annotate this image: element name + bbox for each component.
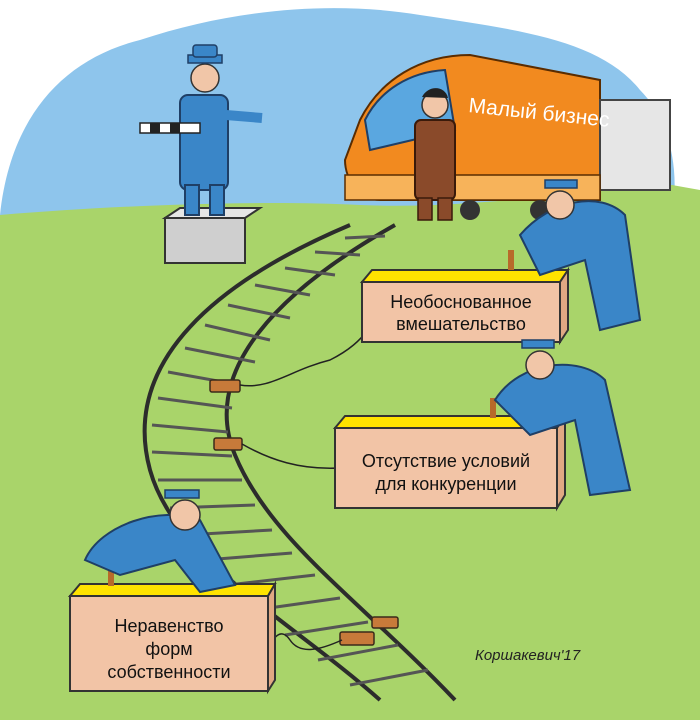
detonator-box-1	[359, 250, 570, 346]
box-3-label-line3: собственности	[107, 662, 230, 682]
box-2-label-line1: Отсутствие условий	[362, 451, 530, 471]
man-at-box-3	[83, 489, 237, 594]
box-3-label-line2: форм	[145, 639, 192, 659]
box-1-label-line1: Необоснованное	[390, 292, 532, 312]
man-at-box-2	[493, 339, 632, 497]
railway-track	[142, 223, 457, 702]
pedestal	[161, 207, 264, 264]
detonator-box-3	[67, 566, 277, 695]
box-3-label-line1: Неравенство	[115, 616, 224, 636]
small-business-man	[414, 88, 456, 221]
box-2-label-line2: для конкуренции	[375, 474, 516, 494]
man-at-box-1	[518, 179, 642, 332]
artist-signature: Коршакевич'17	[475, 647, 581, 664]
train	[343, 53, 671, 220]
box-1-label-line2: вмешательство	[396, 314, 526, 334]
detonator-box-2	[332, 398, 567, 512]
traffic-official	[139, 44, 263, 216]
